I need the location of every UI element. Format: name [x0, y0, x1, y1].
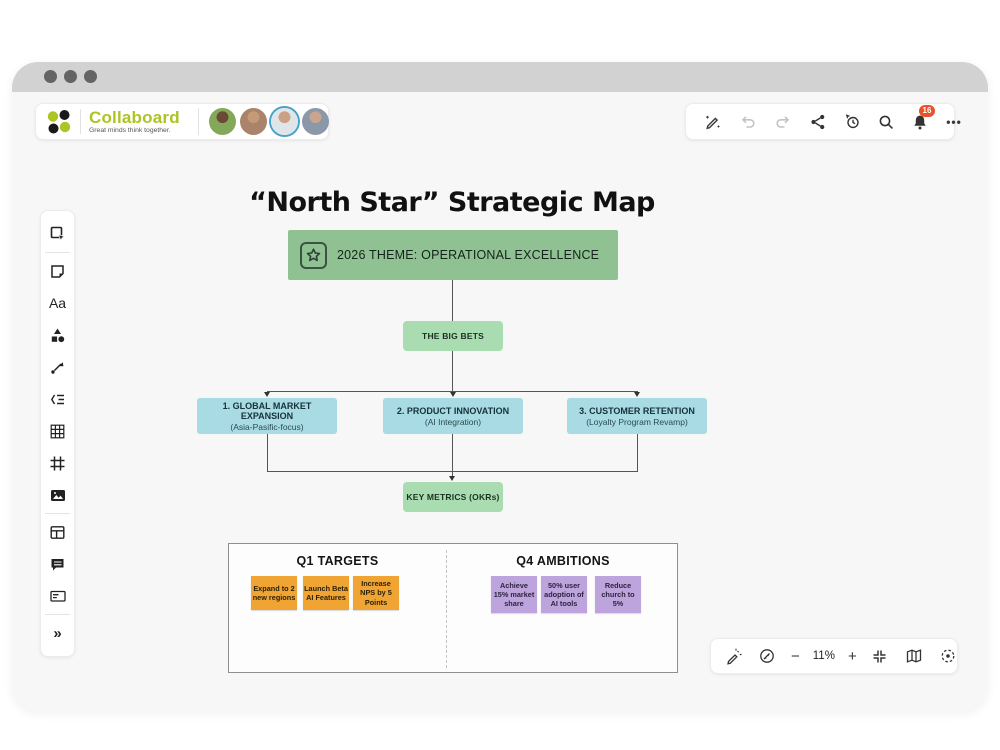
table-tool-icon[interactable] [40, 415, 75, 447]
arrow-into-pillar-3 [633, 392, 640, 397]
pillar-1[interactable]: 1. GLOBAL MARKET EXPANSION (Asia-Pasific… [197, 398, 337, 434]
select-tool-icon[interactable] [40, 218, 75, 250]
sticky-note-tool-icon[interactable] [40, 255, 75, 287]
app-content: Collaboard Great minds think together. [12, 92, 988, 712]
sticky-note[interactable]: Expand to 2 new regions [251, 576, 297, 610]
key-metrics-node[interactable]: KEY METRICS (OKRs) [403, 482, 503, 512]
collaborator-avatars [197, 108, 329, 135]
frame-tool-icon[interactable] [40, 447, 75, 479]
text-tool-icon[interactable]: Aa [48, 295, 67, 311]
window-dot-1[interactable] [44, 70, 57, 83]
avatar-3[interactable] [270, 108, 298, 135]
theme-box[interactable]: 2026 THEME: OPERATIONAL EXCELLENCE [288, 230, 618, 280]
magic-pen-icon[interactable] [702, 112, 722, 132]
q1-column: Q1 TARGETS Expand to 2 new regions Launc… [229, 544, 446, 672]
window-dot-3[interactable] [84, 70, 97, 83]
zoom-level[interactable]: 11% [812, 650, 835, 662]
logo-text: Collaboard Great minds think together. [80, 107, 180, 135]
redo-icon[interactable] [772, 112, 792, 132]
connector-theme-to-bigbets [452, 280, 453, 321]
panel-dashed-divider [446, 550, 447, 668]
window-titlebar [12, 62, 988, 92]
collaboard-logo-icon [47, 109, 71, 133]
pillar-3[interactable]: 3. CUSTOMER RETENTION (Loyalty Program R… [567, 398, 707, 434]
tool-sidebar: Aa [40, 210, 75, 657]
app-title: Collaboard [89, 107, 180, 127]
connector-pillar2-down [452, 434, 453, 471]
star-icon [300, 241, 327, 269]
zoom-toolbar: − 11% + [710, 638, 958, 674]
connector-pillar3-down [637, 434, 638, 471]
sticky-note[interactable]: Launch Beta AI Features [303, 576, 349, 610]
board-title[interactable]: “North Star” Strategic Map [249, 187, 655, 218]
arrow-into-pillar-1 [263, 392, 270, 397]
sticky-note[interactable]: Achieve 15% market share [491, 576, 537, 613]
connector-to-metrics [452, 471, 453, 477]
top-toolbar: 16 ••• [685, 103, 961, 140]
arrow-into-key-metrics [448, 476, 455, 481]
comment-tool-icon[interactable] [40, 548, 75, 580]
embed-card-tool-icon[interactable] [40, 580, 75, 612]
layout-tool-icon[interactable] [40, 516, 75, 548]
avatar-4[interactable] [301, 108, 329, 135]
sticky-note[interactable]: Increase NPS by 5 Points [353, 576, 399, 610]
compass-icon[interactable] [757, 646, 777, 666]
sticky-note[interactable]: Reduce church to 5% [595, 576, 641, 613]
avatar-2[interactable] [239, 108, 267, 135]
notifications-bell-icon[interactable]: 16 [910, 104, 935, 132]
pillar-2[interactable]: 2. PRODUCT INNOVATION (AI Integration) [383, 398, 523, 434]
line-tool-icon[interactable] [40, 351, 75, 383]
history-pointer-icon[interactable] [842, 112, 862, 132]
image-tool-icon[interactable] [40, 479, 75, 511]
app-window: Collaboard Great minds think together. [12, 62, 988, 712]
search-icon[interactable] [876, 112, 896, 132]
connector-bigbets-down [452, 351, 453, 391]
targets-panel[interactable]: Q1 TARGETS Expand to 2 new regions Launc… [228, 543, 678, 673]
logo-card: Collaboard Great minds think together. [35, 103, 329, 140]
q1-title: Q1 TARGETS [296, 554, 379, 568]
arrow-into-pillar-2 [449, 392, 456, 397]
connector-pillar1-down [267, 434, 268, 471]
big-bets-node[interactable]: THE BIG BETS [403, 321, 503, 351]
share-icon[interactable] [808, 112, 828, 132]
undo-icon[interactable] [738, 112, 758, 132]
connector-branch-top [267, 391, 638, 392]
zoom-in-button[interactable]: + [847, 647, 857, 665]
window-controls [44, 70, 97, 83]
more-menu-icon[interactable]: ••• [946, 114, 962, 129]
window-dot-2[interactable] [64, 70, 77, 83]
app-tagline: Great minds think together. [89, 126, 171, 134]
connector-tool-icon[interactable] [40, 383, 75, 415]
focus-target-icon[interactable] [938, 646, 958, 666]
theme-label: 2026 THEME: OPERATIONAL EXCELLENCE [337, 248, 600, 262]
shapes-tool-icon[interactable] [40, 319, 75, 351]
zoom-out-button[interactable]: − [791, 647, 800, 665]
q4-column: Q4 AMBITIONS Achieve 15% market share 50… [447, 544, 679, 672]
minimap-icon[interactable] [904, 646, 924, 666]
sticky-note[interactable]: 50% user adoption of AI tools [541, 576, 587, 613]
q4-title: Q4 AMBITIONS [516, 554, 610, 568]
expand-sidebar-icon[interactable]: » [53, 624, 62, 642]
fit-screen-icon[interactable] [870, 646, 890, 666]
notification-badge: 16 [919, 104, 935, 117]
avatar-1[interactable] [208, 108, 236, 135]
laser-pointer-icon[interactable] [724, 646, 744, 666]
